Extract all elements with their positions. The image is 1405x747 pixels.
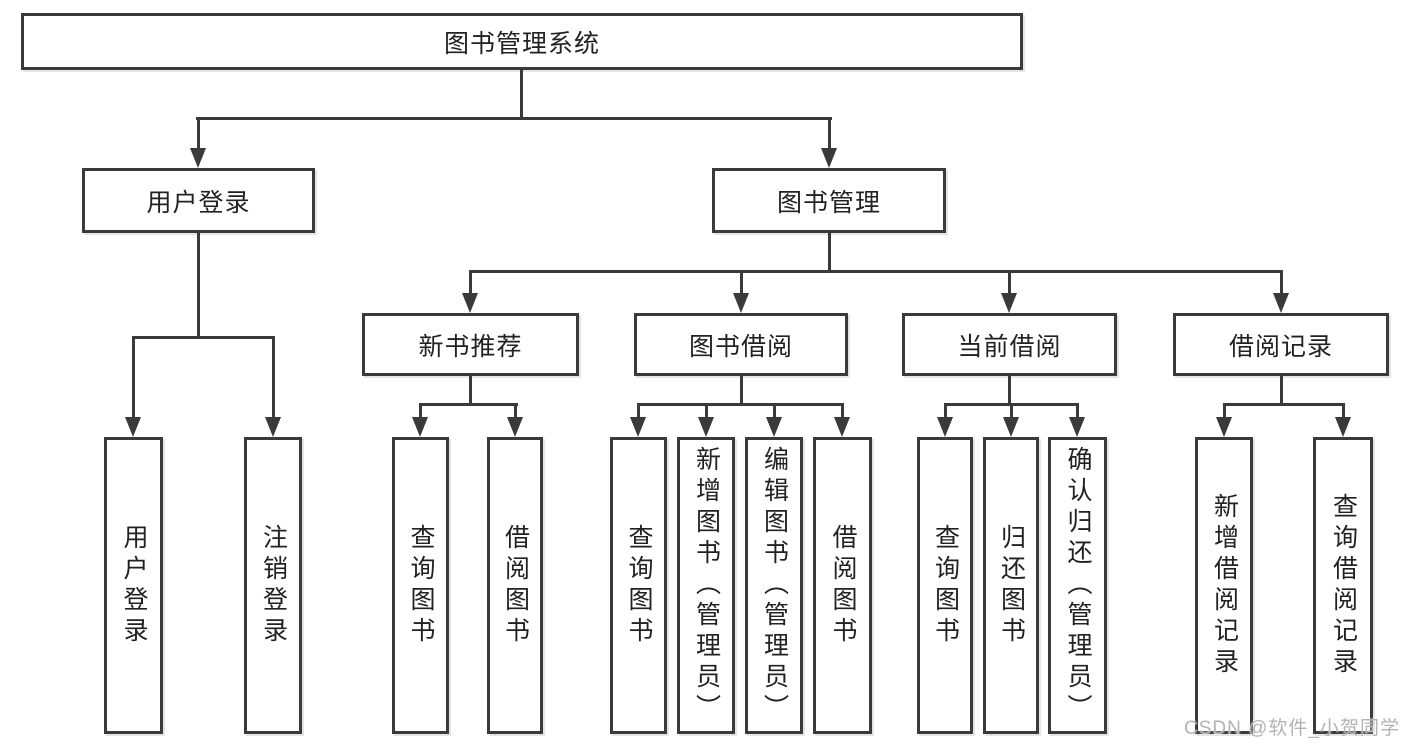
- csdn-watermark: CSDN @软件_小贺同学: [1184, 718, 1400, 739]
- connector-line: [1342, 403, 1345, 420]
- node-new-book-recommend: 新书推荐: [362, 313, 579, 376]
- arrowhead-down-icon: [265, 417, 281, 437]
- connector-line: [705, 403, 708, 420]
- leaf-user-login: 用户登录: [104, 437, 163, 734]
- connector-line: [1223, 403, 1345, 406]
- arrowhead-down-icon: [1001, 293, 1017, 313]
- leaf-logout: 注销登录: [244, 437, 302, 734]
- arrowhead-down-icon: [821, 148, 837, 168]
- connector-line: [272, 336, 275, 420]
- arrowhead-down-icon: [1273, 293, 1289, 313]
- node-root-library-system: 图书管理系统: [21, 13, 1023, 70]
- node-current-borrowing: 当前借阅: [902, 313, 1117, 376]
- arrowhead-down-icon: [190, 148, 206, 168]
- node-book-borrowing: 图书借阅: [634, 313, 848, 376]
- connector-line: [1280, 376, 1283, 405]
- leaf-label: 查询图书: [931, 523, 960, 648]
- leaf-return-books: 归还图书: [983, 437, 1039, 734]
- leaf-label: 新增借阅记录: [1210, 492, 1239, 679]
- connector-line: [1223, 403, 1226, 420]
- leaf-label: 新增图书（管理员）: [692, 446, 721, 725]
- leaf-query-borrow-record: 查询借阅记录: [1313, 437, 1373, 734]
- connector-line: [637, 403, 844, 406]
- leaf-label: 借阅图书: [829, 523, 857, 648]
- arrowhead-down-icon: [1335, 417, 1351, 437]
- node-label: 用户登录: [146, 188, 251, 217]
- arrowhead-down-icon: [630, 417, 646, 437]
- connector-line: [132, 336, 135, 420]
- arrowhead-down-icon: [412, 417, 428, 437]
- node-label: 当前借阅: [957, 332, 1062, 361]
- arrowhead-down-icon: [733, 293, 749, 313]
- arrowhead-down-icon: [698, 417, 714, 437]
- connector-line: [828, 233, 831, 272]
- connector-line: [469, 376, 472, 405]
- connector-line: [419, 403, 422, 420]
- node-label: 图书管理系统: [443, 29, 600, 58]
- node-label: 新书推荐: [418, 332, 523, 361]
- arrowhead-down-icon: [507, 417, 523, 437]
- leaf-borrow-books-borrowing: 借阅图书: [813, 437, 872, 734]
- connector-line: [637, 403, 640, 420]
- connector-line: [1280, 270, 1283, 295]
- leaf-label: 用户登录: [120, 523, 148, 648]
- leaf-query-books-current: 查询图书: [917, 437, 973, 734]
- connector-line: [1008, 270, 1011, 295]
- leaf-label: 查询图书: [625, 523, 653, 648]
- connector-line: [828, 117, 831, 150]
- leaf-borrow-books-recommend: 借阅图书: [487, 437, 543, 734]
- node-book-management: 图书管理: [712, 168, 946, 233]
- node-label: 图书管理: [776, 188, 881, 217]
- arrowhead-down-icon: [125, 417, 141, 437]
- leaf-label: 借阅图书: [501, 523, 530, 648]
- arrowhead-down-icon: [834, 417, 850, 437]
- leaf-label: 编辑图书（管理员）: [760, 446, 789, 725]
- leaf-query-books-borrowing: 查询图书: [610, 437, 667, 734]
- connector-line: [1076, 403, 1079, 420]
- leaf-add-book-admin: 新增图书（管理员）: [677, 437, 735, 734]
- connector-line: [197, 117, 200, 150]
- node-label: 借阅记录: [1228, 332, 1333, 361]
- connector-line: [419, 403, 518, 406]
- connector-line: [1008, 376, 1011, 405]
- leaf-label: 查询图书: [407, 523, 435, 648]
- leaf-label: 注销登录: [259, 523, 288, 648]
- arrowhead-down-icon: [1003, 417, 1019, 437]
- leaf-query-books-recommend: 查询图书: [392, 437, 449, 734]
- leaf-label: 归还图书: [997, 523, 1026, 648]
- connector-line: [944, 403, 947, 420]
- connector-line: [197, 233, 200, 338]
- node-label: 图书借阅: [688, 332, 793, 361]
- arrowhead-down-icon: [766, 417, 782, 437]
- connector-line: [514, 403, 517, 420]
- connector-line: [469, 270, 1283, 273]
- connector-line: [469, 270, 472, 295]
- connector-line: [196, 117, 832, 120]
- leaf-edit-book-admin: 编辑图书（管理员）: [745, 437, 803, 734]
- connector-line: [773, 403, 776, 420]
- arrowhead-down-icon: [1216, 417, 1232, 437]
- arrowhead-down-icon: [1069, 417, 1085, 437]
- connector-line: [520, 70, 523, 118]
- arrowhead-down-icon: [937, 417, 953, 437]
- connector-line: [740, 270, 743, 295]
- connector-line: [1010, 403, 1013, 420]
- leaf-label: 确认归还（管理员）: [1064, 446, 1092, 725]
- connector-line: [132, 336, 275, 339]
- arrowhead-down-icon: [462, 293, 478, 313]
- node-user-login: 用户登录: [82, 168, 315, 233]
- connector-line: [841, 403, 844, 420]
- leaf-label: 查询借阅记录: [1329, 492, 1358, 679]
- connector-line: [740, 376, 743, 405]
- leaf-confirm-return-admin: 确认归还（管理员）: [1048, 437, 1107, 734]
- node-borrowing-records: 借阅记录: [1173, 313, 1389, 376]
- leaf-add-borrow-record: 新增借阅记录: [1195, 437, 1253, 734]
